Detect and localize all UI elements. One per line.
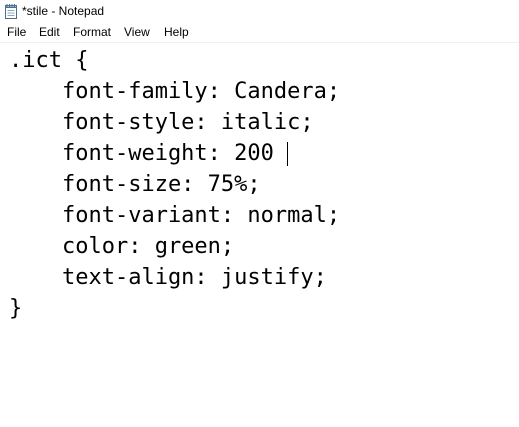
code-line-8: text-align: justify; [9, 265, 327, 290]
code-line-3: font-style: italic; [9, 110, 314, 135]
menu-format[interactable]: Format [73, 25, 112, 39]
menu-bar: File Edit Format View Help [0, 23, 519, 43]
notepad-icon [5, 4, 17, 19]
code-line-7: color: green; [9, 234, 235, 259]
code-line-9: } [9, 296, 23, 321]
code-line-2: font-family: Candera; [9, 79, 341, 104]
text-caret [287, 142, 288, 166]
menu-file[interactable]: File [7, 25, 27, 39]
title-bar[interactable]: *stile - Notepad [0, 0, 519, 23]
menu-edit[interactable]: Edit [39, 25, 60, 39]
code-line-6: font-variant: normal; [9, 203, 341, 228]
code-line-5: font-size: 75%; [9, 172, 261, 197]
window-title: *stile - Notepad [22, 4, 105, 18]
menu-help[interactable]: Help [164, 25, 189, 39]
text-editor-area[interactable]: .ict { font-family: Candera; font-style:… [0, 43, 519, 427]
code-line-1: .ict { [9, 48, 89, 73]
menu-view[interactable]: View [124, 25, 150, 39]
code-line-4: font-weight: 200 [9, 141, 274, 166]
